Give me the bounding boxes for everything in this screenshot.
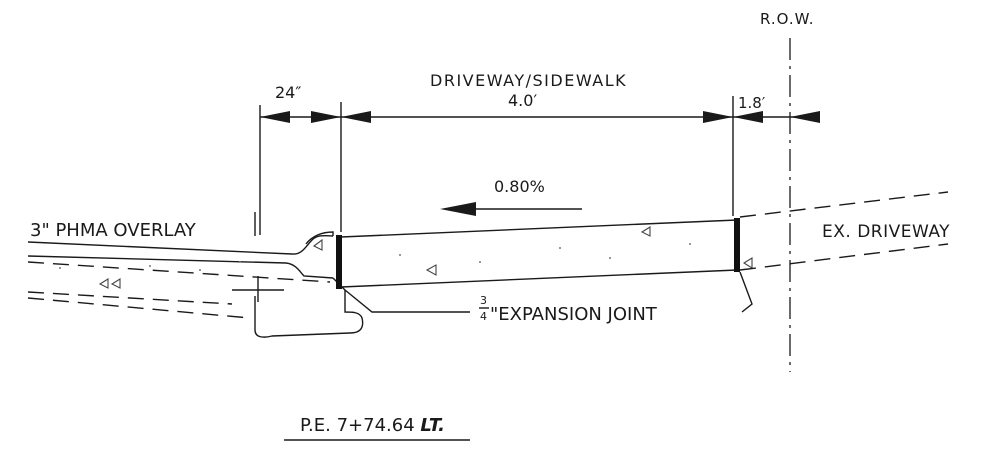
joint-fraction-den: 4	[480, 310, 487, 323]
dim-18-label: 1.8′	[738, 94, 766, 112]
slope-label: 0.80%	[494, 177, 545, 196]
aggregate-mark-slab-3	[742, 257, 753, 269]
pavement-base-line-3	[27, 297, 251, 319]
ex-driveway-top	[739, 191, 949, 218]
joint-leader-left	[344, 289, 470, 313]
pavement-base-line-1	[27, 261, 331, 283]
row-label: R.O.W.	[760, 10, 815, 28]
dim-24-label: 24″	[275, 83, 301, 102]
station-side: LT.	[420, 415, 445, 436]
dim-arrow-24-left	[260, 111, 290, 123]
overlay-bottom-line	[27, 255, 334, 279]
dim-arrow-4-right	[703, 111, 733, 123]
dim-4-label: 4.0′	[508, 91, 537, 110]
slope-arrow-head	[440, 202, 476, 216]
aggregate-mark-slab-2	[640, 226, 651, 237]
slab-top	[340, 219, 738, 238]
curb-footing	[254, 290, 364, 338]
expansion-joint-label: "EXPANSION JOINT	[490, 304, 658, 325]
aggregate-mark-slab-1	[425, 264, 437, 276]
ex-driveway-bottom	[739, 243, 949, 271]
pavement-base-line-2	[27, 291, 233, 305]
overlay-top-line	[27, 234, 334, 255]
joint-leader-right	[739, 271, 753, 313]
aggregate-mark-1	[98, 278, 109, 289]
aggregate-mark-2	[110, 278, 121, 289]
section-title: DRIVEWAY/SIDEWALK	[430, 71, 627, 90]
dim-arrow-18-right	[790, 111, 820, 123]
dim-arrow-18-left	[733, 111, 763, 123]
joint-fraction-num: 3	[480, 294, 487, 307]
curb-face	[305, 231, 334, 245]
dim-arrow-24-right	[311, 111, 341, 123]
dim-arrow-4-left	[341, 111, 371, 123]
overlay-label: 3" PHMA OVERLAY	[30, 220, 197, 241]
station-text: P.E. 7+74.64	[300, 415, 415, 436]
slab-bottom	[340, 269, 738, 288]
ex-driveway-label: EX. DRIVEWAY	[822, 222, 950, 242]
aggregate-curb	[312, 238, 323, 251]
station-label: P.E. 7+74.64 LT.	[300, 415, 445, 436]
